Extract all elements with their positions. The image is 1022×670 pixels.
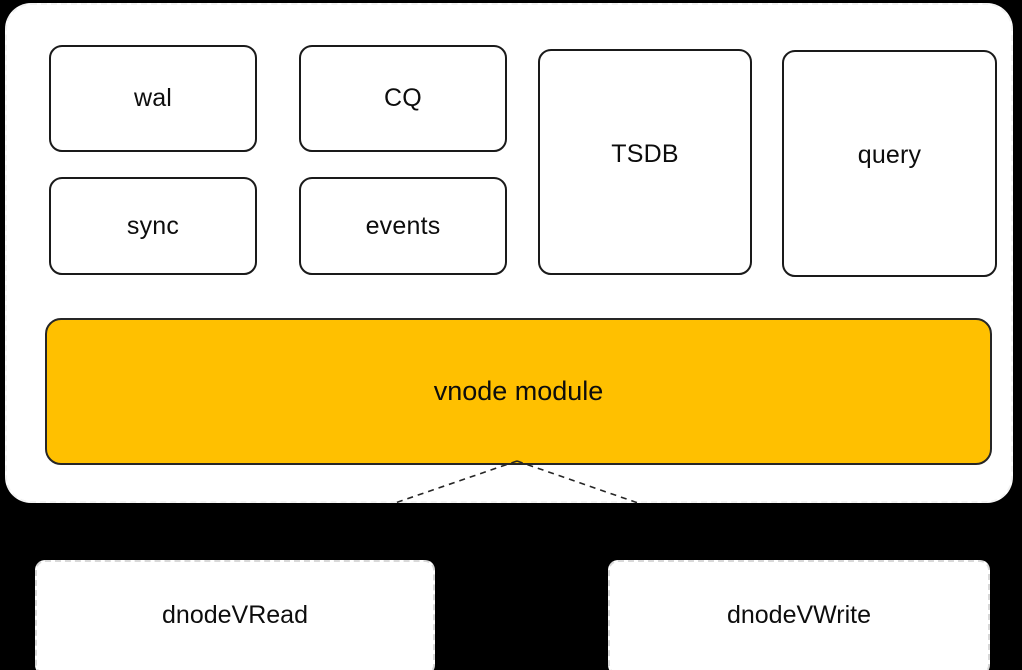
dnode-box-dnodevwrite[interactable]: dnodeVWrite [608, 560, 990, 670]
module-label-wal: wal [133, 84, 173, 112]
vnode-container: wal CQ sync events TSDB query vnode modu… [5, 3, 1013, 503]
module-box-query[interactable]: query [782, 50, 997, 277]
module-label-query: query [857, 141, 922, 169]
module-box-cq[interactable]: CQ [299, 45, 507, 152]
module-label-events: events [365, 211, 441, 240]
module-label-cq: CQ [384, 84, 422, 112]
module-box-sync[interactable]: sync [49, 177, 257, 275]
module-label-sync: sync [126, 211, 180, 240]
vnode-module-bar[interactable]: vnode module [45, 318, 992, 465]
module-label-tsdb: TSDB [611, 139, 679, 168]
dnode-label-dnodevread: dnodeVRead [162, 601, 308, 629]
dnode-box-dnodevread[interactable]: dnodeVRead [35, 560, 435, 670]
module-box-events[interactable]: events [299, 177, 507, 275]
dnode-label-dnodevwrite: dnodeVWrite [726, 601, 872, 629]
module-box-wal[interactable]: wal [49, 45, 257, 152]
vnode-module-label: vnode module [433, 376, 604, 406]
module-box-tsdb[interactable]: TSDB [538, 49, 752, 275]
